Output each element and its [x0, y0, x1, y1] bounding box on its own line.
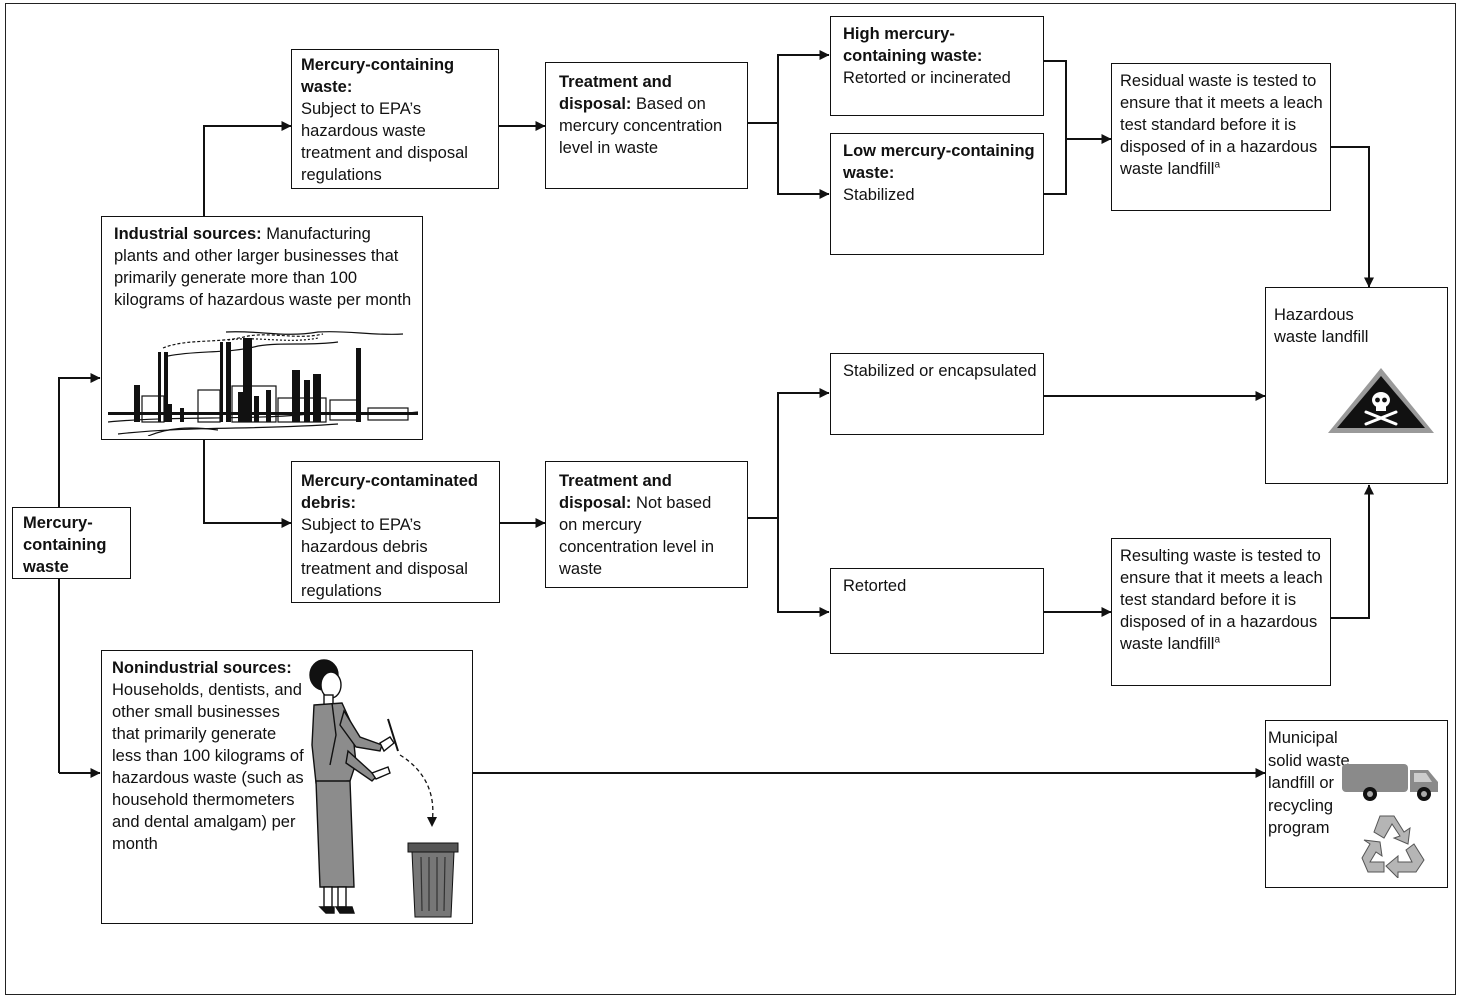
stabilized-text: Stabilized or encapsulated [843, 362, 1037, 380]
nonindustrial-sources-box: Nonindustrial sources: Households, denti… [101, 650, 473, 924]
municipal-text: Municipal solid waste landfill or recycl… [1268, 729, 1350, 837]
mercury-debris-box: Mercury-contaminated debris: Subject to … [291, 461, 500, 603]
woman-disposing-icon [309, 659, 459, 918]
mc-waste-title: Mercury-containing waste: [301, 56, 455, 96]
connector-to-stabilized [777, 388, 830, 518]
nonindustrial-text: Households, dentists, and other small bu… [112, 681, 304, 853]
connector-high-join [1043, 60, 1067, 195]
connector-industrial-debris [203, 439, 292, 528]
hazardous-landfill-text: Hazardous waste landfill [1274, 306, 1369, 346]
td-notbased-text: Not based on mercury concentration level… [559, 494, 715, 578]
td-notbased-title: Treatment and disposal: [559, 472, 672, 512]
residual-footnote: a [1214, 159, 1221, 171]
diagram-frame [5, 3, 1456, 995]
skull-crossbones-hazard-icon [1328, 368, 1434, 433]
mc-debris-title: Mercury-contaminated debris: [301, 472, 478, 512]
garbage-truck-icon [1342, 764, 1438, 801]
low-text: Stabilized [843, 186, 915, 204]
connector-to-retorted [777, 518, 830, 617]
industrial-sources-box: Industrial sources: Manufacturing plants… [101, 216, 423, 440]
mercury-waste-box: Mercury-containing waste: Subject to EPA… [291, 49, 499, 189]
mc-waste-text: Subject to EPA’s hazardous waste treatme… [301, 100, 468, 184]
industrial-text: Manufacturing plants and other larger bu… [114, 225, 412, 309]
high-text: Retorted or incinerated [843, 69, 1011, 87]
high-mercury-box: High mercury-containing waste: Retorted … [830, 16, 1044, 116]
mc-debris-text: Subject to EPA’s hazardous debris treatm… [301, 516, 468, 600]
resulting-waste-box: Resulting waste is tested to ensure that… [1111, 538, 1331, 686]
treatment-notbased-box: Treatment and disposal: Not based on mer… [545, 461, 748, 588]
industrial-title: Industrial sources: [114, 225, 262, 243]
high-title: High mercury-containing waste: [843, 25, 983, 65]
connector-to-low [777, 123, 830, 199]
connector-residual-landfill [1330, 146, 1374, 288]
retorted-text: Retorted [843, 577, 907, 595]
recycling-icon [1361, 815, 1425, 878]
start-label: Mercury-containing waste [23, 514, 107, 576]
mercury-containing-waste-box: Mercury-containing waste [12, 507, 131, 579]
nonindustrial-title: Nonindustrial sources: [112, 659, 292, 677]
stabilized-box: Stabilized or encapsulated [830, 353, 1044, 435]
connector-start-up [58, 373, 101, 508]
residual-waste-box: Residual waste is tested to ensure that … [1111, 63, 1331, 211]
resulting-footnote: a [1214, 634, 1221, 646]
factory-icon [108, 331, 418, 436]
td-based-title: Treatment and disposal: [559, 73, 672, 113]
hazardous-landfill-box: Hazardous waste landfill [1265, 287, 1448, 484]
connector-resulting-landfill [1330, 484, 1374, 619]
residual-text: Residual waste is tested to ensure that … [1120, 72, 1323, 178]
connector-industrial-waste [203, 121, 292, 216]
connector-to-high [777, 50, 830, 123]
treatment-based-box: Treatment and disposal: Based on mercury… [545, 62, 748, 189]
retorted-box: Retorted [830, 568, 1044, 654]
td-based-text: Based on mercury concentration level in … [559, 95, 723, 157]
low-title: Low mercury-containing waste: [843, 142, 1035, 182]
resulting-text: Resulting waste is tested to ensure that… [1120, 547, 1323, 653]
low-mercury-box: Low mercury-containing waste: Stabilized [830, 133, 1044, 255]
